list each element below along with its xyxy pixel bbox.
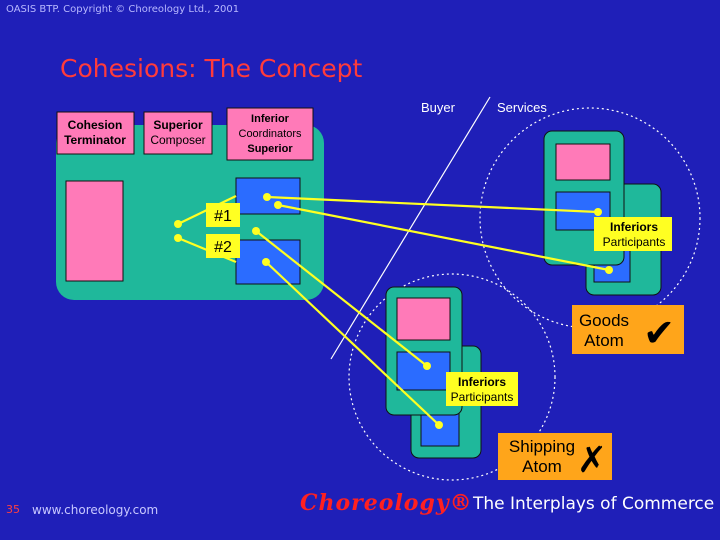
inferiors-participants-mid-1: Inferiors <box>458 375 506 389</box>
endpoint-dot <box>423 362 431 370</box>
connector-line-2b <box>265 261 440 426</box>
inferior-coordinators-label-1: Inferior <box>251 113 290 125</box>
endpoint-dot <box>174 220 182 228</box>
buyer-label: Buyer <box>421 100 456 115</box>
goods-atom-label-2: Atom <box>584 331 624 350</box>
shipping-participant-blue <box>396 351 451 391</box>
endpoint-dot <box>262 258 270 266</box>
endpoint-dot <box>252 227 260 235</box>
endpoint-dot <box>605 266 613 274</box>
shipping-atom-boundary <box>348 273 556 481</box>
connector-line-1b <box>277 203 610 272</box>
services-label: Services <box>497 100 547 115</box>
inferiors-participants-top-1: Inferiors <box>610 220 658 234</box>
superior-composer-label-2: Composer <box>150 133 205 147</box>
copyright-notice: OASIS BTP. Copyright © Choreology Ltd., … <box>6 4 240 15</box>
shipping-atom-label-2: Atom <box>522 457 562 476</box>
inferiors-participants-top-box <box>594 217 672 251</box>
check-icon: ✔ <box>643 311 675 355</box>
footer-url-link[interactable]: www.choreology.com <box>32 503 159 517</box>
slide-number: 35 <box>6 503 20 516</box>
inferiors-participants-mid-box <box>446 372 518 406</box>
slide-title: Cohesions: The Concept <box>60 54 363 83</box>
endpoint-dot <box>174 234 182 242</box>
connector-line-1a <box>266 195 599 214</box>
goods-atom-label-1: Goods <box>579 311 629 330</box>
goods-atom-boundary <box>479 107 701 329</box>
inferiors-participants-mid-2: Participants <box>451 390 514 404</box>
inferior-coordinators-box <box>226 107 314 161</box>
shipping-atom-box <box>498 433 612 480</box>
inferior-coordinators-label-3: Superior <box>247 143 293 155</box>
endpoint-dot <box>594 208 602 216</box>
endpoint-dot <box>435 421 443 429</box>
superior-composer-box <box>143 111 213 155</box>
goods-atom-box <box>572 305 684 354</box>
inferiors-participants-top-2: Participants <box>603 235 666 249</box>
link-2-label: #2 <box>214 239 232 256</box>
link-1-box <box>206 203 240 227</box>
cohesion-terminator-label-1: Cohesion <box>68 118 123 132</box>
link-2-box <box>206 234 240 258</box>
goods-participant-pink <box>555 143 611 181</box>
shipping-participant-pink <box>396 297 451 341</box>
shipping-atom-label-1: Shipping <box>509 437 575 456</box>
footer-tagline: The Interplays of Commerce <box>473 494 715 514</box>
connector-endpoints <box>174 193 613 429</box>
cross-icon: ✗ <box>577 440 607 481</box>
choreology-logo: Choreology® <box>300 490 473 516</box>
connector-line-2a <box>255 230 428 367</box>
link-1-label: #1 <box>214 208 232 225</box>
inferior-coordinators-label-2: Coordinators <box>239 128 302 140</box>
cohesion-terminator-label-2: Terminator <box>64 133 126 147</box>
buyer-services-divider <box>330 96 491 360</box>
endpoint-dot <box>274 201 282 209</box>
superior-composer-label-1: Superior <box>153 118 203 132</box>
endpoint-dot <box>263 193 271 201</box>
cohesion-terminator-box <box>56 111 135 155</box>
terminator-box <box>65 180 124 282</box>
